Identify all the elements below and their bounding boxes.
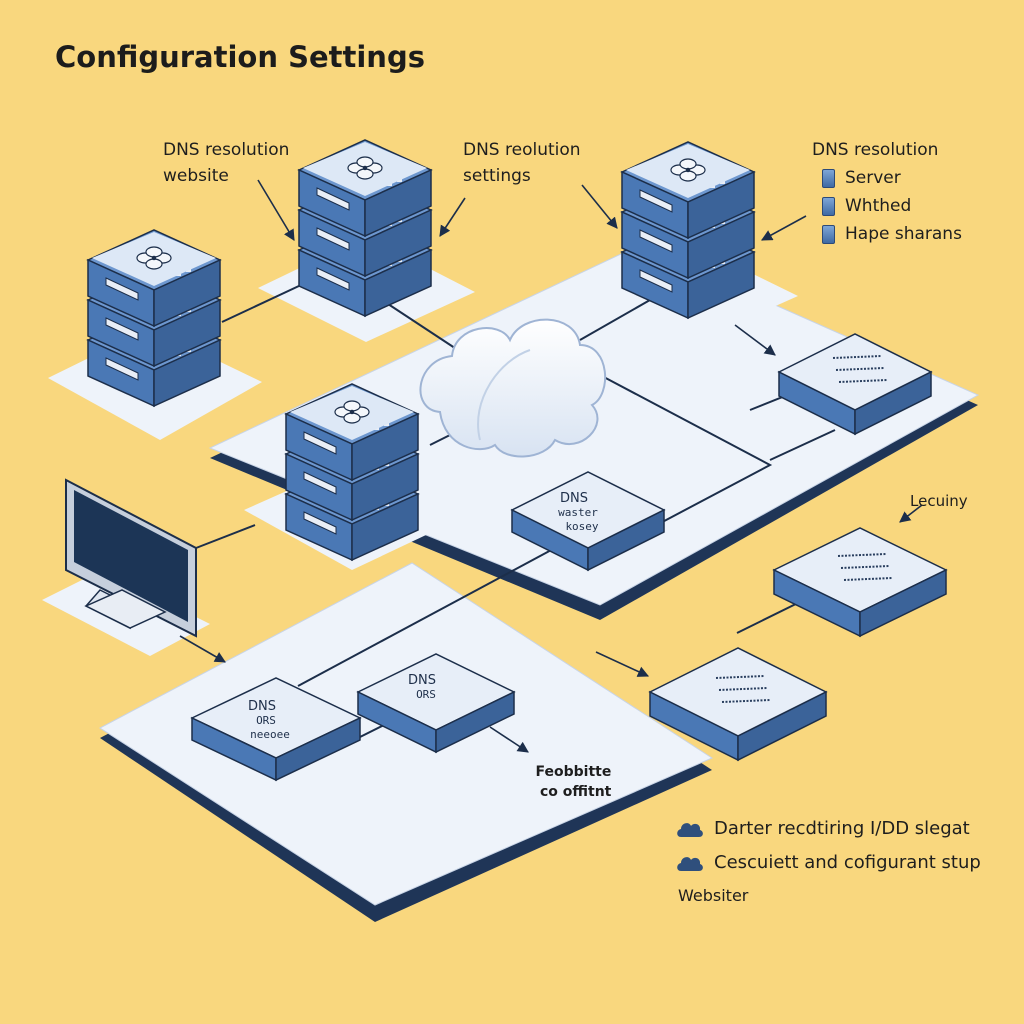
svg-text:DNS: DNS [560,491,588,506]
flower-icon [334,400,370,424]
server-stack-left [86,229,222,408]
server-icon [822,196,835,216]
bottom-note-text: Darter recdtiring I/DD slegat [714,818,970,839]
label-right-server: DNS resolution [812,140,939,160]
page-title: Configuration Settings [55,40,425,74]
info-box-right-lower [648,647,828,762]
label-left-server-line1: DNS resolution [163,140,290,160]
pointer-arrows [179,179,923,753]
legend-label: Server [845,168,901,188]
legend-label: Whthed [845,196,912,216]
info-box-right-middle [772,527,948,638]
label-left-server: DNS resolution website [163,137,289,189]
info-box-right-upper [777,333,933,436]
svg-text:ORS: ORS [416,688,436,701]
svg-text:DNS: DNS [408,673,436,688]
label-middle-server-line1: DNS reolution [463,140,581,160]
label-middle-server-line2: settings [463,166,531,186]
svg-text:kosey: kosey [565,520,598,533]
bottom-note-text: Cescuiett and cofigurant stup [714,852,981,873]
legend-item-hape: Hape sharans [822,224,962,244]
server-icon [822,224,835,244]
svg-text:ORS: ORS [256,714,276,727]
cloud-icon [419,318,607,458]
label-fallback: Feobbitte co offitnt [518,762,612,802]
legend-item-server: Server [822,168,901,188]
server-icon [822,168,835,188]
server-stack-right [620,141,756,320]
svg-text:neeoee: neeoee [250,728,290,741]
flower-icon [670,158,706,182]
label-middle-server: DNS reolution settings [463,137,581,189]
label-fallback-line2: co offitnt [540,784,612,800]
monitor-icon [65,478,197,638]
flower-icon [136,246,172,270]
bottom-footer: Websiter [678,886,749,905]
cloud-icon [677,822,703,837]
svg-text:DNS: DNS [248,699,276,714]
cloud-icon [677,856,703,871]
bottom-note-2: Cescuiett and cofigurant stup [676,852,981,873]
label-security: Lecuiny [910,492,968,510]
legend-label: Hape sharans [845,224,962,244]
flower-icon [347,156,383,180]
svg-text:waster: waster [558,506,598,519]
server-stack-center [284,383,420,562]
bottom-note-1: Darter recdtiring I/DD slegat [676,818,970,839]
label-left-server-line2: website [163,166,229,186]
server-stack-middle [297,139,433,318]
label-fallback-line1: Feobbitte [535,764,612,780]
legend-item-whthed: Whthed [822,196,911,216]
